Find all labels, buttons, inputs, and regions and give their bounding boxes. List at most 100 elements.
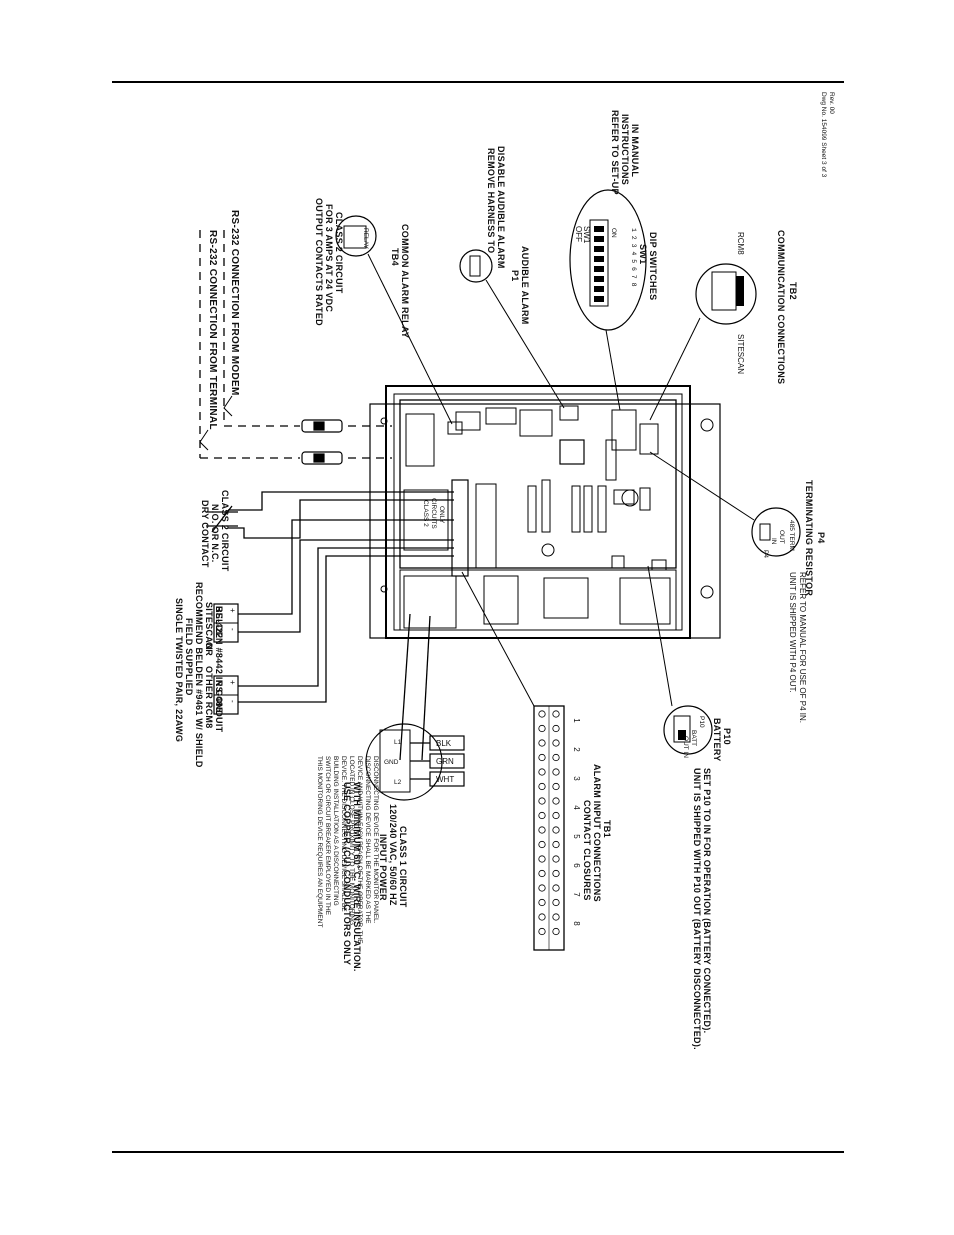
tb1-screw-icon	[538, 811, 546, 820]
p1-note: REMOVE HARNESS TO DISABLE AUDIBLE ALARM	[486, 146, 506, 269]
break-mark-icon	[199, 429, 209, 451]
p4-note-2: REFER TO MANUAL FOR USE OF P4 IN.	[798, 572, 807, 723]
p10-batt-label: BATT	[690, 730, 697, 746]
p10-header	[673, 715, 691, 743]
tb1-screw-icon	[552, 927, 560, 936]
class2-line-3: ONLY	[438, 506, 445, 524]
tb1-screw-icon	[552, 797, 560, 805]
tb1-screw-icon	[538, 710, 546, 718]
bottom-rule	[112, 1151, 844, 1153]
tb1-screw-icon	[538, 855, 546, 863]
terminal-tb2	[639, 423, 659, 455]
dry-contact-symbol	[206, 505, 238, 533]
tb1-screw-icon	[538, 782, 546, 791]
setup-line-2: INSTRUCTIONS	[620, 114, 630, 185]
tb1-screw-icon	[538, 797, 546, 805]
mounting-hole-icon	[700, 585, 714, 599]
transformer	[543, 577, 589, 619]
rs422-plus: +	[228, 608, 237, 613]
p10-title-1: P10	[722, 728, 732, 745]
tb2-callout	[695, 263, 757, 325]
power-callout	[365, 723, 443, 801]
tb4-note-2: FOR 3 AMPS AT 24 VDC	[324, 204, 334, 312]
cable-note-1: SINGLE TWISTED PAIR, 22AWG	[174, 598, 184, 742]
power-wire-1: USE COPPER (CU) CONDUCTORS ONLY	[342, 782, 352, 965]
tb1-channel-label: 4	[572, 805, 581, 810]
rs422-minus: -	[228, 628, 237, 631]
p1-note-1: REMOVE HARNESS TO	[486, 148, 496, 253]
tb1-screw-icon	[552, 869, 560, 878]
tb1-channel-label: 2	[572, 747, 581, 752]
top-rule	[112, 81, 844, 83]
sw1-numbers: 1 2 3 4 5 6 7 8	[630, 228, 637, 287]
tb2-leader	[649, 317, 701, 421]
terminal-block	[475, 483, 497, 569]
p1-callout	[459, 249, 493, 283]
tb1-title-2: ALARM INPUT CONNECTIONS	[592, 764, 602, 902]
tb1-screw-icon	[538, 826, 546, 834]
p1-header	[469, 255, 481, 277]
ic-chip	[597, 485, 607, 533]
ic-chip	[527, 485, 537, 533]
tb2-sitescan-label: SITESCAN	[736, 334, 745, 374]
tb4-note-1: OUTPUT CONTACTS RATED	[314, 198, 324, 326]
dry-contact-title: DRY CONTACT	[200, 500, 210, 568]
doc-ref-line-2: Rev. 00	[828, 92, 835, 114]
mounting-hole-icon	[700, 418, 714, 432]
rs232-modem: RS-232 CONNECTION FROM MODEM	[229, 210, 240, 396]
tb1-title-1: TB1	[602, 820, 612, 838]
p1-detail	[459, 249, 565, 409]
power-note-4: DEVICE. THE DISCONNECTING DEVICE SHALL B…	[340, 756, 347, 912]
power-supply	[619, 577, 671, 625]
sitescan-title: SITESCAN	[204, 602, 214, 650]
p4-jumper	[759, 523, 771, 541]
wire-blk: BLK	[436, 739, 452, 748]
term-l1: L1	[394, 739, 402, 746]
sw1-side-label: SW1	[582, 226, 591, 244]
ic-chip	[541, 479, 551, 533]
tb4-relay-label: RELAY	[362, 228, 369, 249]
rs232-modem-label: RS-232 CONNECTION FROM MODEM	[229, 210, 240, 396]
power-note-8: DISCONNECTING DEVICE FOR THE MONITOR PAN…	[372, 756, 379, 924]
tb1-screw-icon	[538, 884, 546, 892]
p4-detail	[649, 451, 801, 557]
power-note-5: LOCATED IN CLOSE PROXIMITY TO THE MONITO…	[348, 756, 355, 925]
tb4-note-3: CLASS 2 CIRCUIT	[334, 212, 344, 294]
tb1-screw-icon	[552, 811, 560, 820]
power-wire-2: WITH MINIMUM 60° C. WIRE INSULATION.	[352, 782, 362, 972]
monitor-unit	[369, 385, 721, 639]
p4-note-1: UNIT IS SHIPPED WITH P4 OUT.	[788, 572, 797, 693]
component	[541, 543, 555, 557]
term-gnd: GND	[384, 759, 399, 766]
tb1-channel-label: 8	[572, 921, 581, 926]
rs232-terminal-label: RS-232 CONNECTION FROM TERMINAL	[207, 230, 218, 430]
sw1-title-1: SW1	[638, 244, 648, 264]
sw1-title-2: DIP SWITCHES	[648, 232, 658, 300]
processor-chip	[559, 439, 585, 465]
p1-note-2: DISABLE AUDIBLE ALARM	[496, 146, 506, 269]
tb1-screw-icon	[552, 710, 560, 718]
p10-title-2: BATTERY	[712, 718, 722, 762]
power-note-7: DISCONNECTING DEVICE SHALL BE MARKED AS …	[364, 756, 371, 924]
cable-note-5: BELDEN #8442 IN CONDUIT	[214, 606, 224, 733]
header-p4	[611, 555, 625, 569]
rs232-cables	[199, 230, 392, 459]
rs422-block	[213, 603, 239, 643]
tb1-screw-icon	[552, 855, 560, 863]
p1-title-1: P1	[510, 270, 520, 282]
p1-leader	[485, 279, 565, 409]
break-mark-icon	[223, 395, 233, 417]
setup-line-1: REFER TO SET-UP	[610, 110, 620, 195]
tb1-screw-icon	[538, 913, 546, 921]
p4-note: UNIT IS SHIPPED WITH P4 OUT. REFER TO MA…	[788, 572, 807, 723]
ic-chip	[605, 439, 617, 481]
tb1-channel-label: 6	[572, 863, 581, 868]
tb1-channel-label: 5	[572, 834, 581, 839]
tb2-title-2: COMMUNICATION CONNECTIONS	[776, 230, 786, 384]
p4-callout	[751, 507, 801, 557]
tb1-screw-icon	[538, 869, 546, 878]
tb1-screw-icon	[552, 840, 560, 849]
ic-chip	[583, 485, 593, 533]
